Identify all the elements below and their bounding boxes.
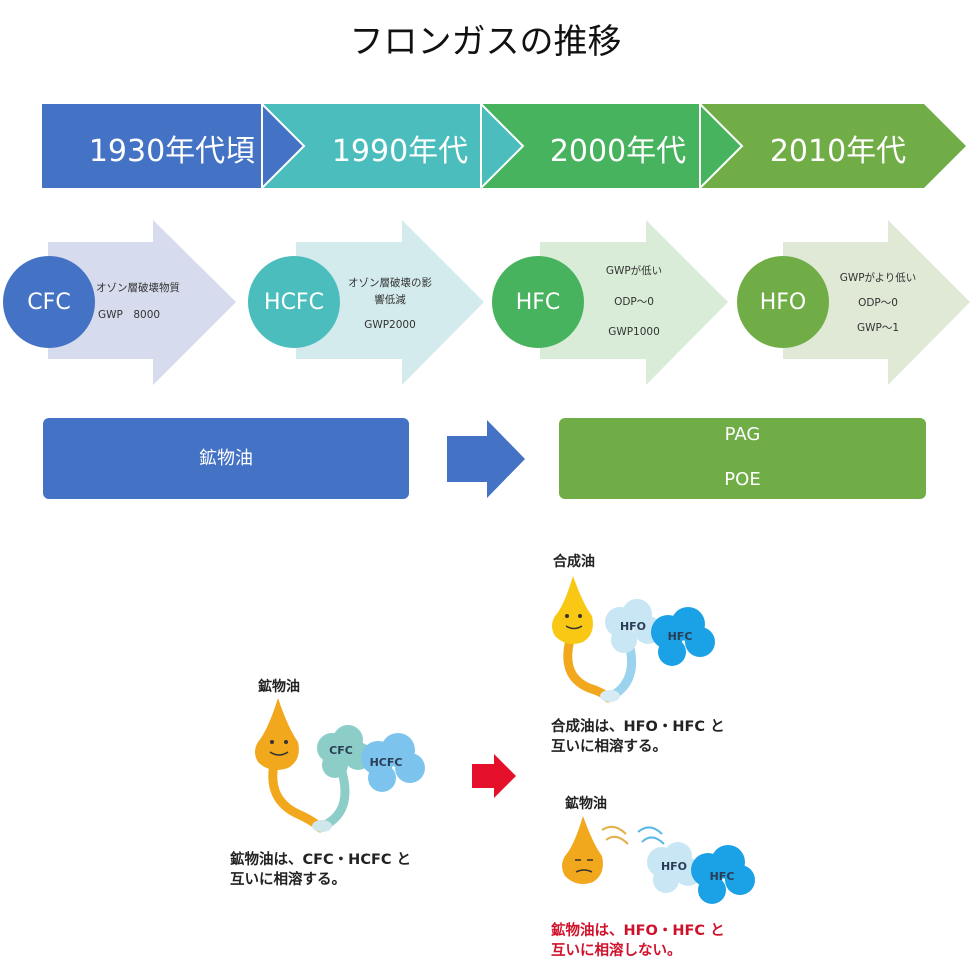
- generation-arrows: [48, 220, 970, 385]
- handshake-icon: [600, 690, 620, 702]
- right-top-cloud-label-2: HFC: [667, 630, 693, 643]
- right-bottom-caption: 鉱物油は、HFO・HFC と 互いに相溶しない。: [551, 921, 725, 961]
- era-chevron-2000: [481, 104, 742, 188]
- right-bottom-oil-label: 鉱物油: [565, 796, 607, 812]
- hcfc-desc-1: オゾン層破壊の影: [348, 277, 432, 289]
- hcfc-arrow: [296, 220, 484, 385]
- era-label-2000: 2000年代: [549, 134, 687, 169]
- synthetic-oil-drop-icon: [552, 576, 593, 644]
- cfc-desc-1: オゾン層破壊物質: [96, 282, 180, 294]
- right-bottom-illustration: [562, 816, 755, 904]
- hfc-cloud-icon: [691, 845, 755, 904]
- hfc-arrow: [540, 220, 728, 385]
- era-timeline: [42, 101, 966, 191]
- mineral-oil-drop-icon: [255, 698, 299, 770]
- cfc-arrow: [48, 220, 236, 385]
- era-label-1930: 1930年代頃: [88, 134, 256, 169]
- right-top-oil-label: 合成油: [553, 554, 595, 570]
- red-arrow-icon: [472, 754, 516, 798]
- hfc-cloud-icon: [651, 607, 715, 666]
- right-top-cloud-label-1: HFO: [619, 620, 647, 633]
- hfc-desc-1: GWPが低い: [605, 265, 663, 277]
- left-caption-1: 鉱物油は、CFC・HCFC と: [230, 852, 412, 868]
- hfo-desc-1: GWPがより低い: [839, 272, 917, 284]
- hfo-desc-2: ODP～0: [858, 297, 898, 309]
- era-chevron-1930: [42, 104, 304, 188]
- synthetic-oil-pag: PAG: [724, 424, 761, 445]
- left-oil-label: 鉱物油: [258, 679, 300, 695]
- hcfc-desc-3: GWP2000: [364, 319, 416, 331]
- right-bottom-caption-1: 鉱物油は、HFO・HFC と: [551, 923, 725, 939]
- synthetic-oil-poe: POE: [724, 469, 761, 490]
- left-caption-2: 互いに相溶する。: [230, 872, 346, 888]
- transition-arrow: [447, 420, 525, 498]
- hfc-desc-2: ODP～0: [614, 296, 654, 308]
- right-bottom-cloud-label-2: HFC: [709, 870, 735, 883]
- hcfc-desc-2: 響低減: [374, 294, 406, 306]
- hcfc-circle: HCFC: [248, 256, 340, 348]
- right-top-illustration: [552, 576, 715, 703]
- era-chevron-1990: [262, 104, 523, 188]
- right-bottom-cloud-label-1: HFO: [660, 860, 688, 873]
- right-bottom-caption-2: 互いに相溶しない。: [551, 943, 682, 959]
- era-chevron-2010: [700, 104, 966, 188]
- hfc-circle: HFC: [492, 256, 584, 348]
- hfo-desc-3: GWP～1: [856, 322, 900, 334]
- era-label-1990: 1990年代: [331, 134, 469, 169]
- hfo-arrow: [783, 220, 970, 385]
- left-cloud-label-1: CFC: [329, 744, 353, 757]
- synthetic-oil-box: PAG POE: [559, 418, 926, 499]
- era-label-2010: 2010年代: [769, 134, 907, 169]
- left-caption: 鉱物油は、CFC・HCFC と 互いに相溶する。: [230, 850, 411, 890]
- mineral-oil-drop-icon: [562, 816, 603, 884]
- handshake-icon: [312, 820, 332, 832]
- left-cloud-label-2: HCFC: [369, 756, 403, 769]
- right-top-caption-2: 互いに相溶する。: [551, 739, 667, 755]
- cfc-desc-2: GWP 8000: [98, 309, 161, 321]
- hfc-desc-3: GWP1000: [608, 326, 660, 338]
- right-top-caption-1: 合成油は、HFO・HFC と: [551, 719, 725, 735]
- hfo-circle: HFO: [737, 256, 829, 348]
- cfc-circle: CFC: [3, 256, 95, 348]
- hcfc-cloud-icon: [361, 733, 425, 792]
- page-title: フロンガスの推移: [349, 22, 622, 62]
- right-top-caption: 合成油は、HFO・HFC と 互いに相溶する。: [551, 717, 725, 757]
- left-illustration: [255, 698, 425, 833]
- mineral-oil-box: 鉱物油: [43, 418, 409, 499]
